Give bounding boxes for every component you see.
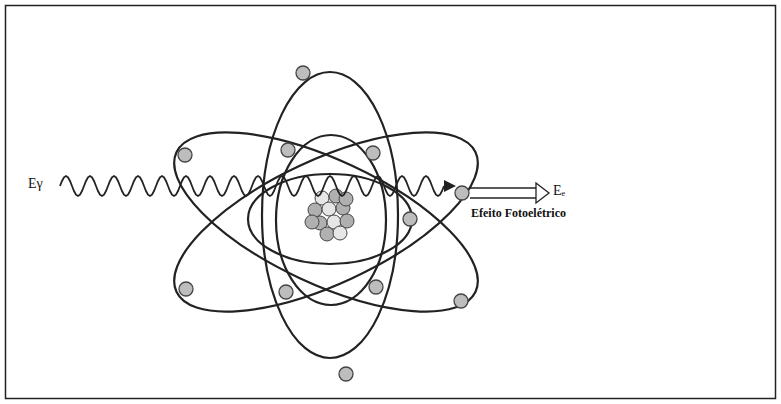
photon-wave xyxy=(60,176,444,196)
photon-energy-label: Eγ xyxy=(28,176,43,192)
orbit xyxy=(150,96,501,348)
electron xyxy=(178,148,192,162)
electron xyxy=(296,66,310,80)
photon-arrowhead xyxy=(444,180,456,192)
electron xyxy=(369,280,383,294)
electron xyxy=(403,212,417,226)
orbit xyxy=(150,96,501,348)
emitted-electron-arrow xyxy=(470,183,549,203)
electron xyxy=(366,146,380,160)
nucleon xyxy=(322,202,336,216)
electron xyxy=(179,282,193,296)
electron-orbits xyxy=(150,72,501,358)
nucleon xyxy=(333,226,347,240)
electrons xyxy=(178,66,469,381)
electron xyxy=(454,294,468,308)
electron-energy-label: Eₑ xyxy=(553,183,565,199)
electron xyxy=(455,186,469,200)
electron xyxy=(339,367,353,381)
electron xyxy=(279,285,293,299)
nucleon xyxy=(339,192,353,206)
nucleus xyxy=(305,189,354,241)
nucleon xyxy=(305,215,319,229)
electron xyxy=(281,143,295,157)
effect-name-label: Efeito Fotoelétrico xyxy=(471,206,566,221)
orbit xyxy=(276,135,386,305)
frame-border xyxy=(6,6,776,399)
nucleon xyxy=(320,227,334,241)
orbit xyxy=(262,72,398,358)
orbit xyxy=(248,174,412,264)
